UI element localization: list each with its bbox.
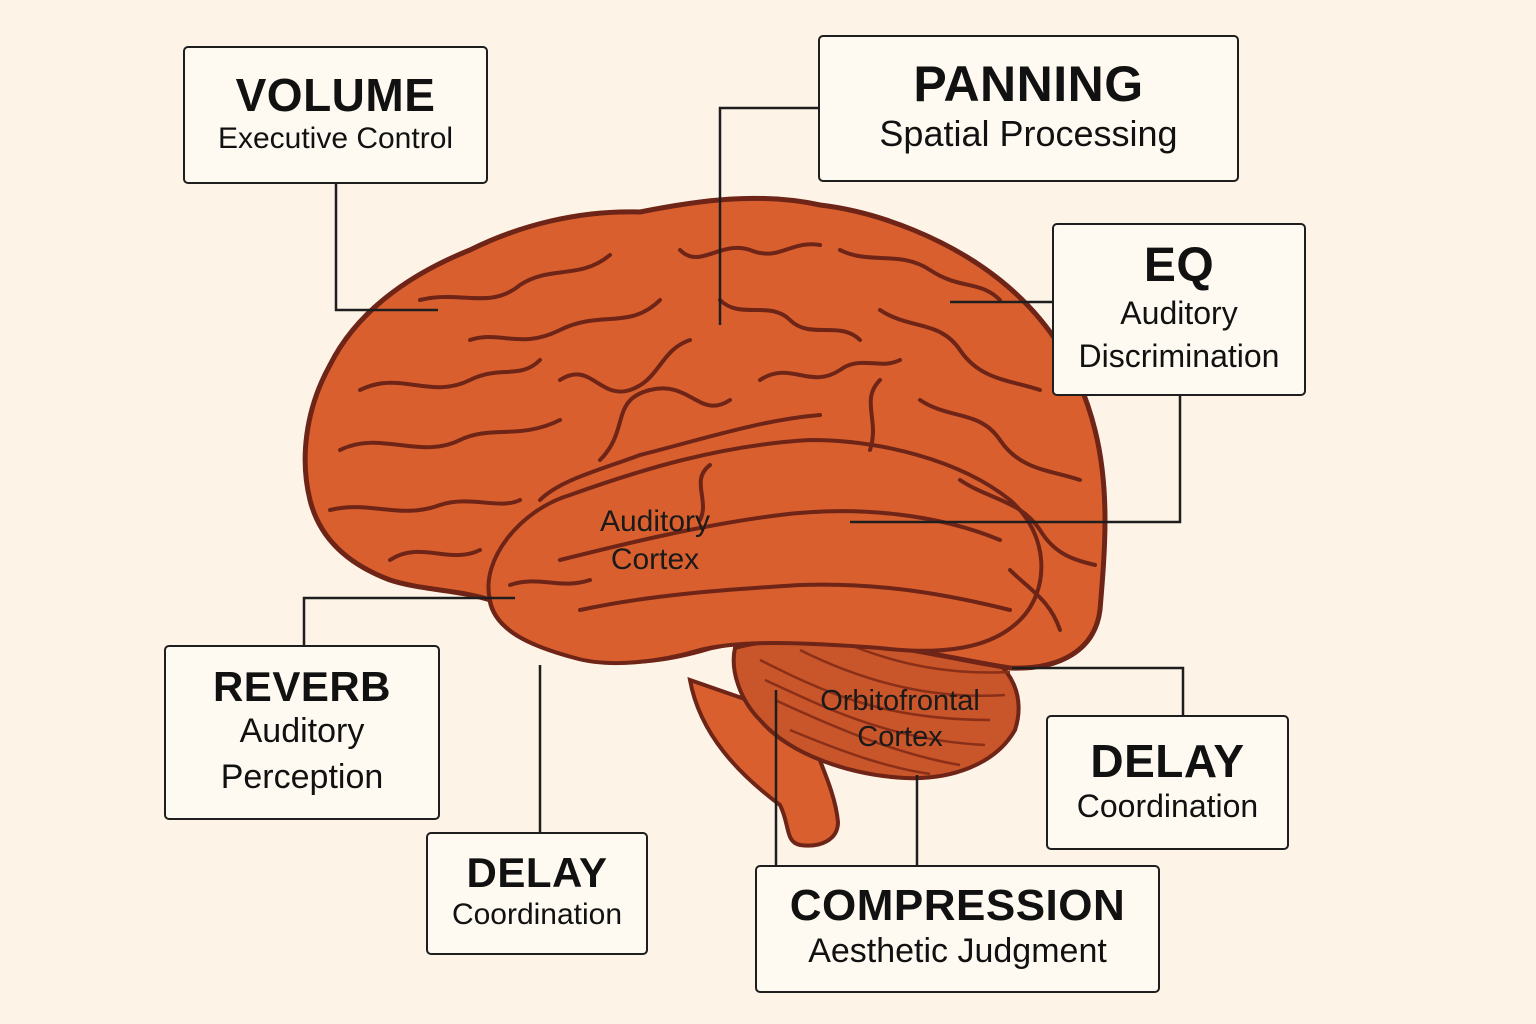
panning-title: PANNING — [913, 55, 1144, 112]
eq-subtitle-line1: Auditory — [1120, 294, 1238, 331]
panning-subtitle: Spatial Processing — [879, 113, 1178, 155]
reverb-subtitle-line2: Perception — [220, 757, 384, 796]
compression-label-box: COMPRESSION Aesthetic Judgment — [755, 865, 1160, 993]
delay-left-title: DELAY — [466, 849, 608, 897]
compression-subtitle: Aesthetic Judgment — [808, 932, 1107, 971]
volume-title: VOLUME — [235, 68, 436, 121]
delay-left-subtitle: Coordination — [451, 898, 623, 932]
volume-label-box: VOLUME Executive Control — [183, 46, 488, 184]
eq-subtitle-line2: Discrimination — [1078, 337, 1280, 374]
delay-right-subtitle: Coordination — [1076, 788, 1259, 825]
delay-left-label-box: DELAY Coordination — [426, 832, 648, 955]
reverb-subtitle-line1: Auditory — [239, 711, 365, 750]
connector-delay-right — [1012, 666, 1185, 715]
delay-right-label-box: DELAY Coordination — [1046, 715, 1289, 850]
cerebellum-folds — [759, 643, 1011, 776]
reverb-title: REVERB — [212, 662, 392, 710]
connector-lines — [302, 106, 1185, 865]
compression-title: COMPRESSION — [789, 880, 1126, 930]
temporal-lobe — [486, 437, 1044, 666]
reverb-label-box: REVERB Auditory Perception — [164, 645, 440, 820]
eq-title: EQ — [1143, 239, 1215, 293]
panning-label-box: PANNING Spatial Processing — [818, 35, 1239, 182]
volume-subtitle: Executive Control — [217, 121, 454, 155]
connector-panning — [718, 106, 818, 325]
cortex-folds — [328, 242, 1097, 632]
connector-eq-lower — [850, 396, 1182, 524]
connector-reverb — [302, 596, 515, 645]
delay-right-title: DELAY — [1090, 734, 1245, 787]
connector-volume — [334, 184, 438, 312]
eq-label-box: EQ Auditory Discrimination — [1052, 223, 1306, 396]
